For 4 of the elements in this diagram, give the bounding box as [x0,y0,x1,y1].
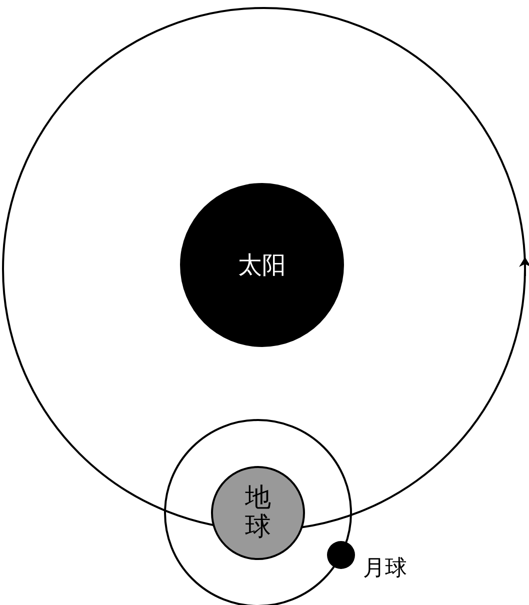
planet-label: 地球 [245,484,271,542]
star-label: 太阳 [238,250,286,281]
moon-circle [327,541,355,569]
moon-label: 月球 [363,555,407,583]
